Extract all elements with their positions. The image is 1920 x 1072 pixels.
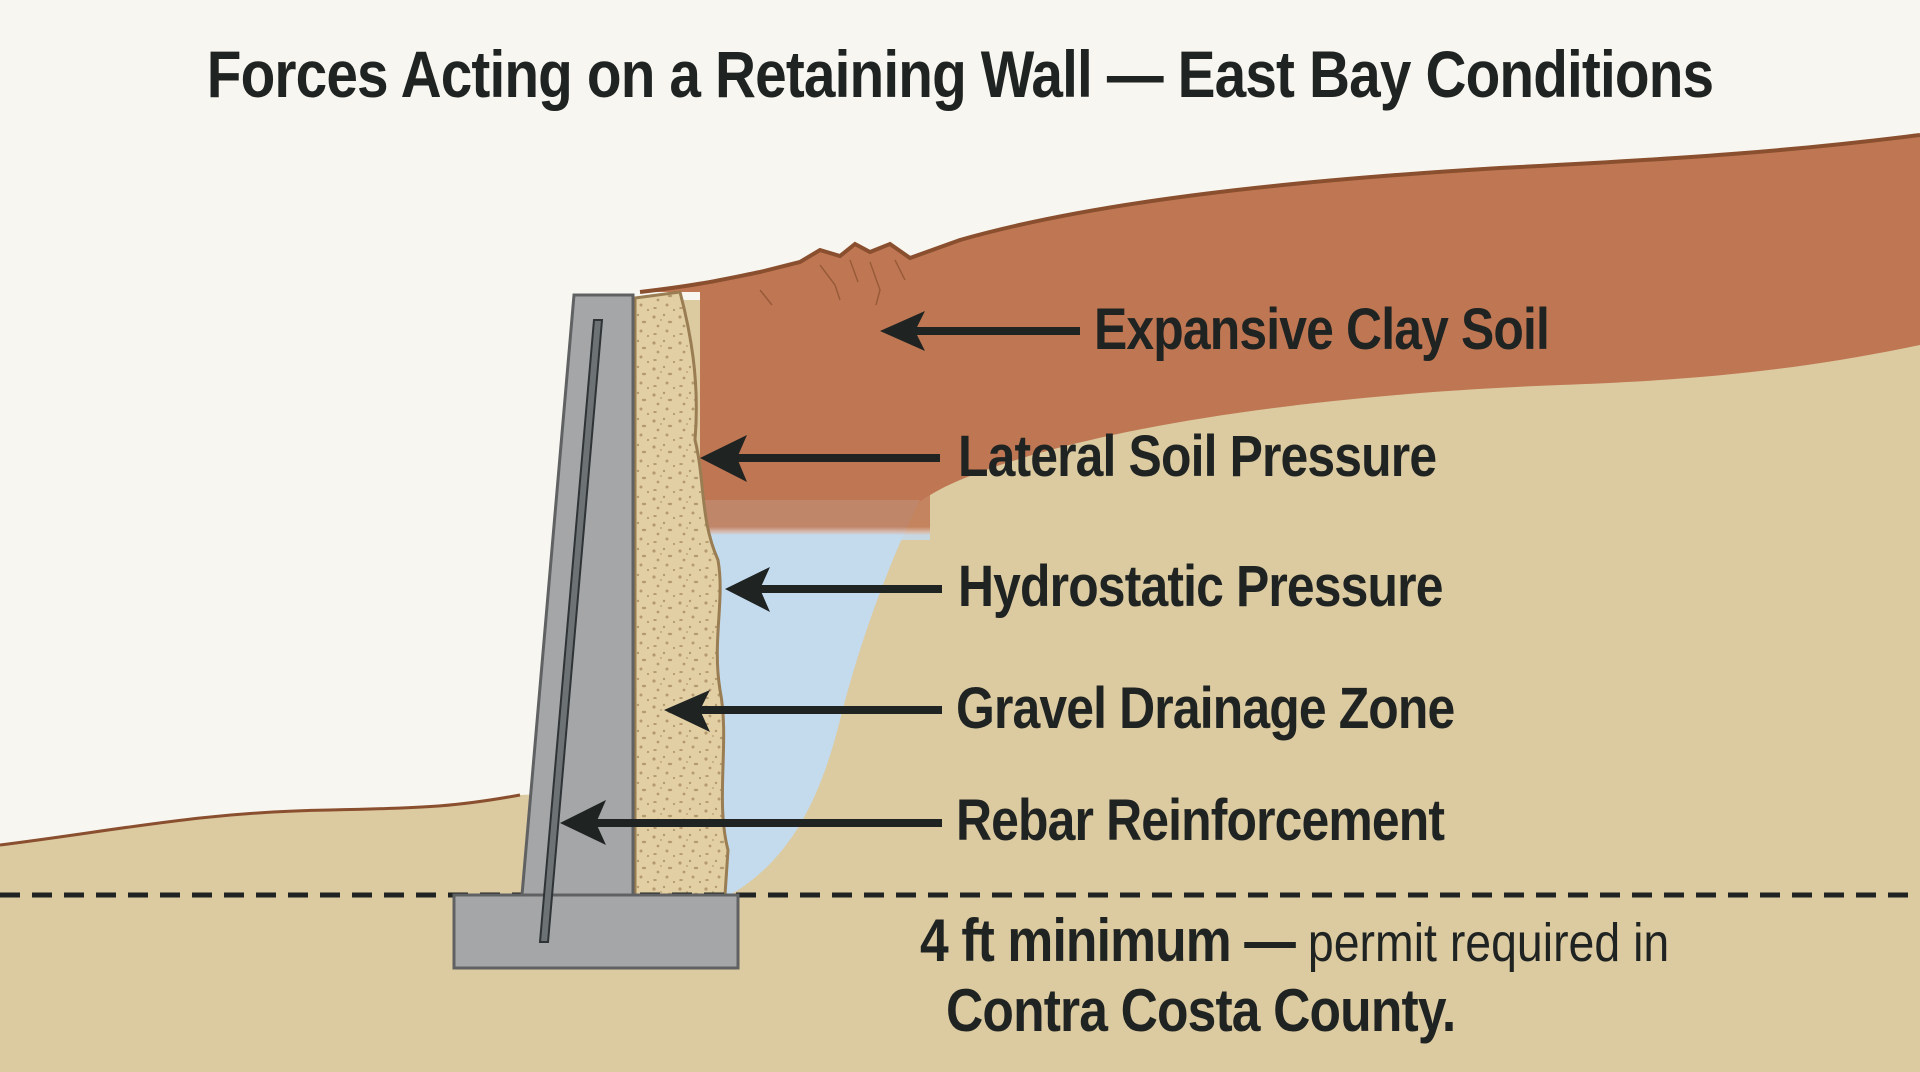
arrow-gravel-drainage-zone	[664, 690, 942, 732]
permit-note-regular: permit required in	[1294, 913, 1670, 973]
left-grade-line	[0, 793, 521, 847]
clay-water-transition	[690, 480, 930, 540]
arrow-expansive-clay-soil	[880, 311, 1080, 351]
permit-note: 4 ft minimum — permit required in	[920, 906, 1669, 975]
diagram-title: Forces Acting on a Retaining Wall — East…	[206, 37, 1714, 111]
rebar	[538, 319, 604, 943]
label-hydrostatic-pressure: Hydrostatic Pressure	[958, 554, 1443, 619]
label-lateral-soil-pressure: Lateral Soil Pressure	[958, 424, 1437, 489]
native-soil	[0, 790, 640, 1072]
arrow-rebar-reinforcement	[560, 800, 942, 845]
label-rebar-reinforcement: Rebar Reinforcement	[956, 788, 1445, 853]
native-soil-right	[640, 300, 1920, 1072]
permit-note-county: Contra Costa County.	[946, 977, 1456, 1044]
label-gravel-drainage-zone: Gravel Drainage Zone	[956, 676, 1455, 741]
clay-cracks	[759, 259, 906, 306]
concrete-footing	[452, 893, 740, 970]
permit-note-emphasis: 4 ft minimum —	[920, 907, 1296, 974]
clay-surface-outline	[639, 133, 1920, 294]
arrow-hydrostatic-pressure	[725, 567, 942, 612]
arrows	[560, 311, 1080, 845]
gravel-drainage-zone	[633, 290, 730, 897]
arrow-lateral-soil-pressure	[700, 435, 940, 482]
label-expansive-clay-soil: Expansive Clay Soil	[1094, 297, 1550, 362]
